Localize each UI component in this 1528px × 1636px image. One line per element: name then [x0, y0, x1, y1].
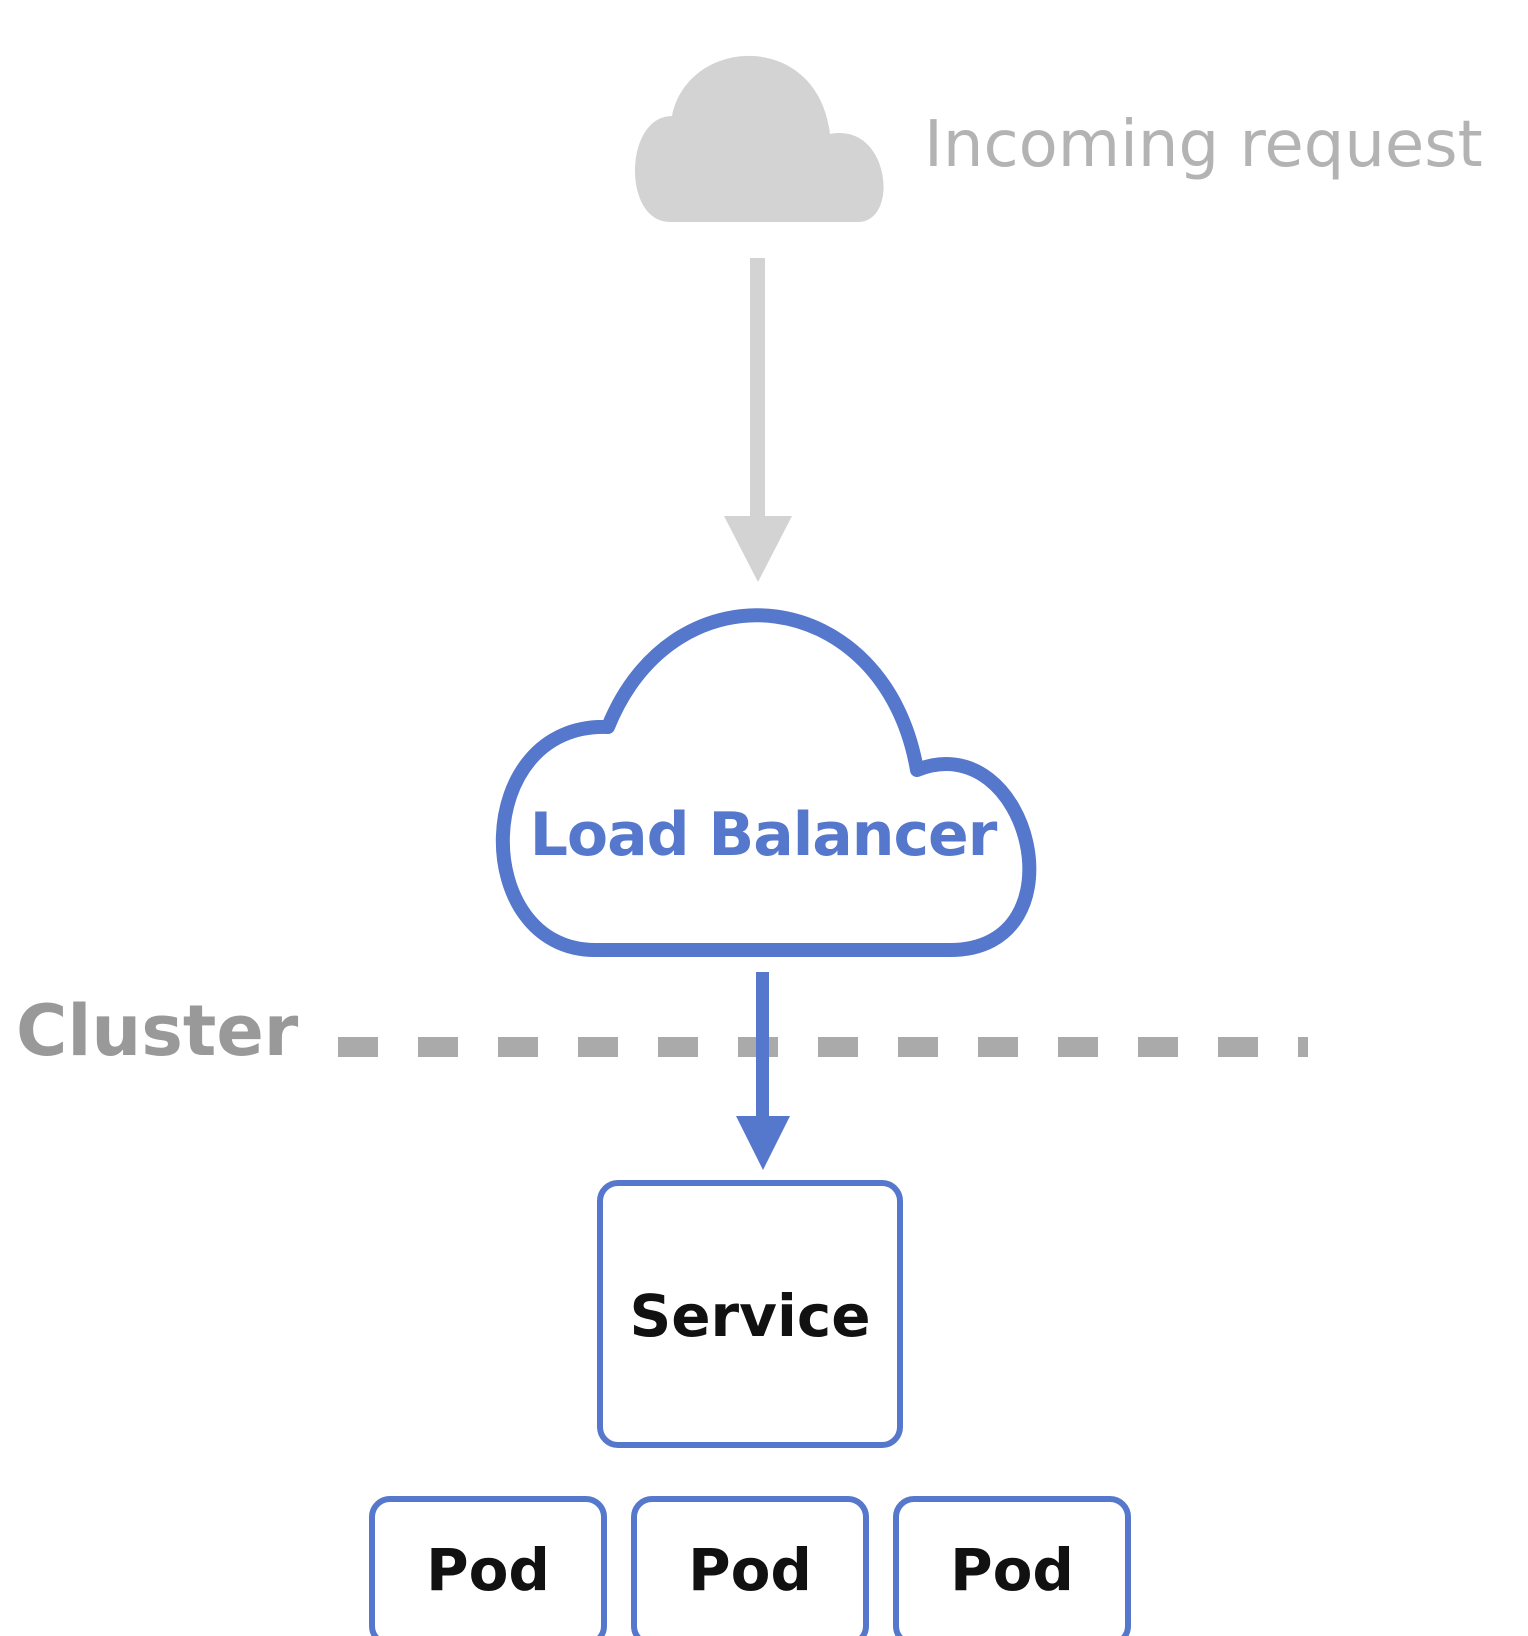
arrow-shaft	[750, 258, 765, 520]
pod-box	[631, 1496, 869, 1636]
arrow-shaft	[756, 972, 769, 1120]
arrow-head-icon	[736, 1116, 790, 1170]
pod-box	[893, 1496, 1131, 1636]
incoming-request-node: Incoming request	[634, 55, 1483, 222]
pod-label: Pod	[950, 1536, 1074, 1604]
arrow-head-icon	[724, 516, 792, 582]
cloud-icon	[634, 55, 884, 222]
arrow-incoming-to-lb	[724, 258, 792, 582]
pod-node: Pod	[893, 1496, 1131, 1636]
pod-label: Pod	[688, 1536, 812, 1604]
pod-group: Pod Pod Pod	[369, 1496, 1131, 1636]
cluster-boundary: Cluster	[16, 990, 1308, 1072]
pod-box	[369, 1496, 607, 1636]
incoming-request-label: Incoming request	[924, 108, 1483, 182]
load-balancer-label: Load Balancer	[530, 800, 998, 870]
pod-node: Pod	[631, 1496, 869, 1636]
pod-node: Pod	[369, 1496, 607, 1636]
pod-label: Pod	[426, 1536, 550, 1604]
load-balancer-node: Load Balancer	[495, 608, 1037, 957]
service-label: Service	[629, 1282, 870, 1350]
cloud-outline-icon	[495, 608, 1037, 957]
cluster-label: Cluster	[16, 990, 299, 1072]
arrow-lb-to-service	[736, 972, 790, 1170]
service-box	[597, 1180, 903, 1448]
service-node: Service	[597, 1180, 903, 1448]
